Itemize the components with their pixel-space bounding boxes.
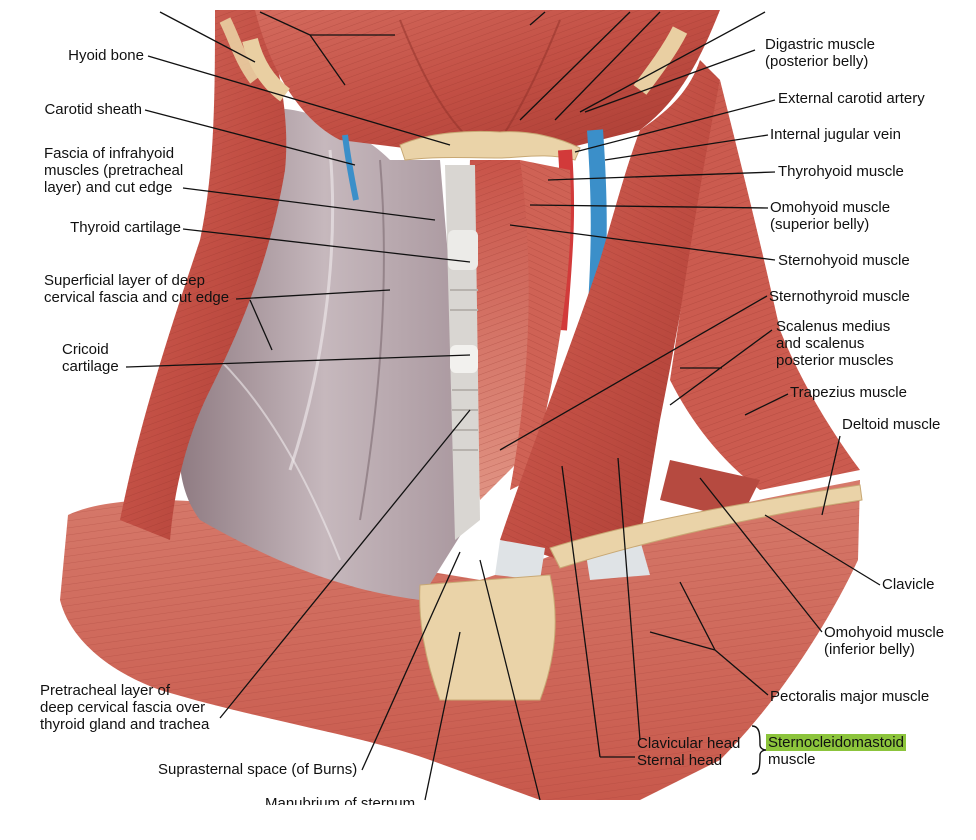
label-scm-highlight: Sternocleidomastoid [766, 734, 906, 751]
hyoid-bone [399, 130, 581, 161]
leader-lines [125, 11, 881, 801]
label-internal-jugular: Internal jugular vein [770, 126, 901, 143]
label-thyroid-cartilage: Thyroid cartilage [70, 219, 181, 236]
label-pectoralis: Pectoralis major muscle [770, 688, 930, 705]
label-fascia-infrahyoid: Fascia of infrahyoid muscles (pretrachea… [44, 145, 184, 196]
manubrium-bone [419, 574, 556, 701]
label-scalenus: Scalenus medius and scalenus posterior m… [776, 318, 894, 369]
scm-brace [751, 725, 767, 775]
label-suprasternal-space: Suprasternal space (of Burns) [158, 761, 358, 778]
label-clavicular-head: Clavicular head [637, 735, 741, 752]
suprahyoid-region [242, 10, 720, 150]
label-external-carotid: External carotid artery [778, 90, 925, 107]
label-scm-muscle: muscle [768, 751, 816, 768]
infrahyoid-muscles [468, 160, 571, 500]
label-superficial-layer: Superficial layer of deep cervical fasci… [44, 272, 230, 306]
label-clavicle: Clavicle [882, 576, 935, 593]
label-thyrohyoid: Thyrohyoid muscle [778, 163, 904, 180]
label-deltoid: Deltoid muscle [842, 416, 941, 433]
label-hyoid-bone: Hyoid bone [68, 47, 144, 64]
label-manubrium: Manubrium of sternum [265, 795, 416, 805]
clavicle-bone [549, 484, 863, 569]
right-sternocleidomastoid [495, 60, 720, 580]
label-carotid-sheath: Carotid sheath [44, 101, 142, 118]
label-digastric: Digastric muscle (posterior belly) [765, 36, 876, 70]
label-cricoid-cartilage: Cricoid cartilage [62, 341, 119, 375]
label-omohyoid-superior: Omohyoid muscle (superior belly) [770, 199, 891, 233]
left-scm-reflected [120, 10, 287, 540]
label-pretracheal-layer: Pretracheal layer of deep cervical fasci… [40, 682, 210, 733]
label-sternohyoid: Sternohyoid muscle [778, 252, 910, 269]
larynx-trachea [445, 165, 480, 540]
label-omohyoid-inferior: Omohyoid muscle (inferior belly) [824, 624, 945, 658]
label-trapezius: Trapezius muscle [790, 384, 907, 401]
label-sternothyroid: Sternothyroid muscle [769, 288, 910, 305]
label-sternal-head: Sternal head [637, 752, 723, 769]
